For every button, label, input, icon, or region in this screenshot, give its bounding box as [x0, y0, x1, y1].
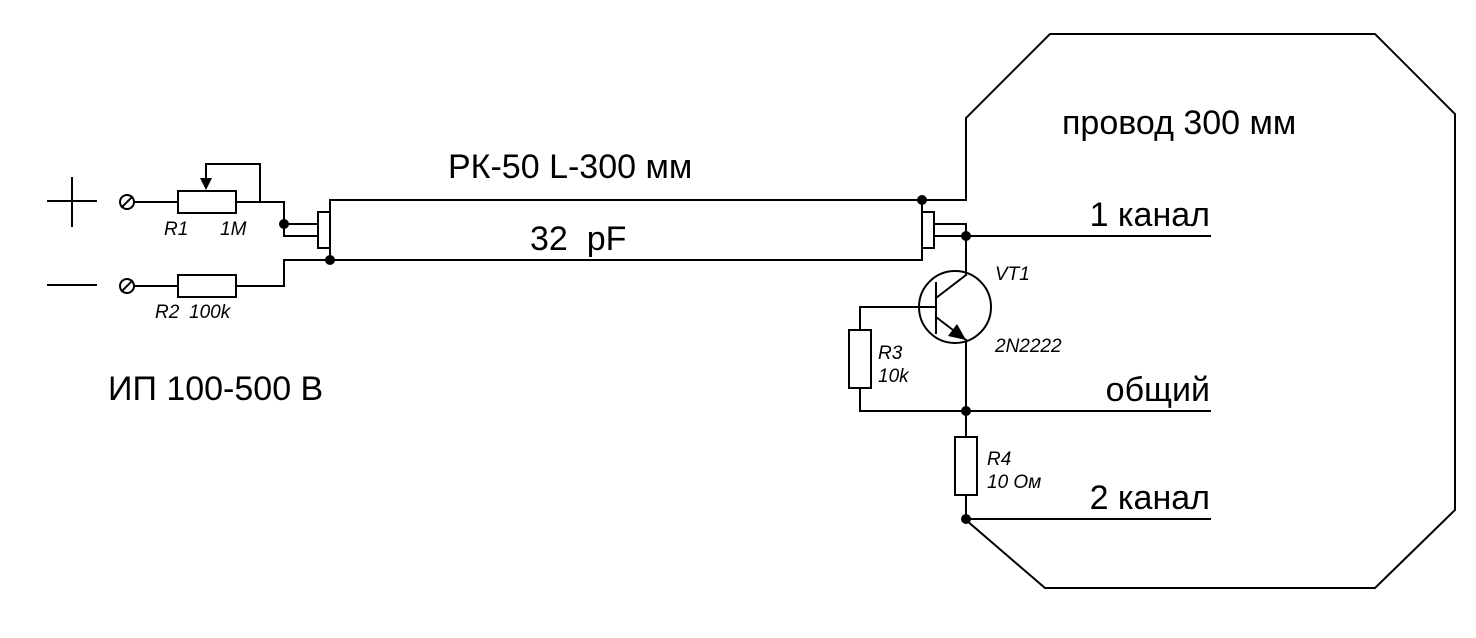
label-r4-value: 10 Ом: [987, 472, 1041, 493]
label-r4-name: R4: [987, 449, 1011, 470]
junction-channel1: [961, 231, 971, 241]
r2-resistor: [177, 274, 237, 298]
label-vt1-name: VT1: [995, 264, 1030, 285]
label-r2-value: 100k: [189, 302, 232, 323]
r3-resistor: [848, 329, 872, 389]
label-channel2: 2 канал: [1090, 479, 1210, 517]
label-r3-name: R3: [878, 343, 903, 364]
wire-r2-shield: [235, 259, 331, 287]
vt1-emitter-arrow: [948, 324, 966, 340]
junction-channel2: [961, 514, 971, 524]
label-power-supply: ИП 100-500 В: [108, 370, 323, 408]
label-r1-value: 1M: [220, 219, 247, 240]
r1-resistor: [177, 190, 237, 214]
r1-wiper-wire: [205, 163, 261, 203]
label-channel1: 1 канал: [1090, 196, 1210, 234]
junction-common: [961, 406, 971, 416]
label-r1-name: R1: [164, 219, 188, 240]
label-vt1-part: 2N2222: [994, 336, 1062, 357]
label-cable-type: РК-50 L-300 мм: [448, 148, 692, 186]
label-common: общий: [1106, 371, 1210, 409]
junction-shield-left: [325, 255, 335, 265]
vt1-collector-lead: [934, 273, 968, 300]
r4-resistor: [954, 436, 978, 496]
label-r3-value: 10k: [878, 366, 910, 387]
r1-wiper-arrow: [200, 178, 212, 190]
label-r2-name: R2: [155, 302, 180, 323]
label-wire-loop: провод 300 мм: [1062, 104, 1296, 142]
left-connector: [317, 211, 331, 249]
junction-shield-right: [917, 195, 927, 205]
wire-loop-outline: [964, 33, 1456, 589]
label-cable-capacitance: 32 pF: [530, 220, 626, 258]
junction-r1: [279, 219, 289, 229]
right-connector: [921, 211, 935, 249]
